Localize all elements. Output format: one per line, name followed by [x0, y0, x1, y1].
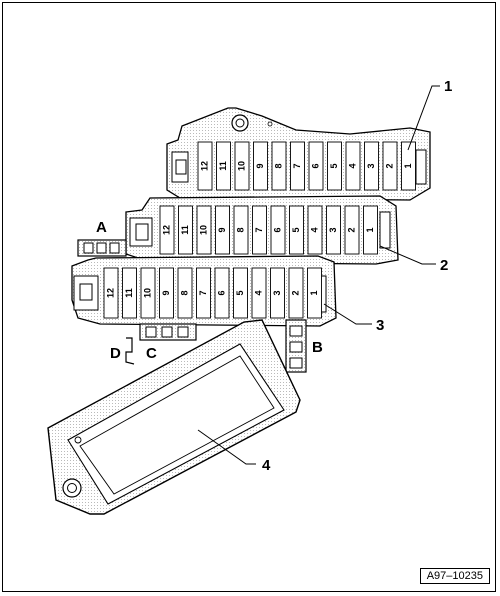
fuse-slot-carrier3-3	[270, 267, 285, 319]
fuse-number-carrier1-11: 11	[218, 161, 228, 171]
figure-frame	[2, 2, 496, 592]
fuse-number-carrier3-9: 9	[161, 290, 171, 295]
fuse-slot-carrier2-5	[289, 205, 304, 255]
fuse-number-carrier2-5: 5	[291, 227, 301, 232]
fuse-number-carrier1-9: 9	[255, 163, 265, 168]
fuse-slot-carrier2-12	[159, 205, 175, 255]
fuse-number-carrier3-10: 10	[142, 288, 152, 298]
fuse-number-carrier1-4: 4	[347, 163, 357, 168]
fuse-slot-carrier3-7	[196, 267, 211, 319]
fuse-slot-carrier3-9	[159, 267, 174, 319]
fuse-slot-carrier2-11	[178, 205, 193, 255]
fuse-number-carrier2-9: 9	[217, 227, 227, 232]
fuse-number-carrier2-8: 8	[235, 227, 245, 232]
fuse-slot-carrier3-12	[103, 267, 119, 319]
fuse-number-carrier1-1: 1	[403, 163, 413, 168]
fuse-number-carrier3-2: 2	[290, 290, 300, 295]
fuse-number-carrier2-2: 2	[346, 227, 356, 232]
fuse-slot-carrier3-1	[307, 267, 322, 319]
fuse-number-carrier3-5: 5	[235, 290, 245, 295]
fuse-slot-carrier2-9	[215, 205, 230, 255]
fuse-slot-carrier1-1	[401, 141, 416, 191]
fuse-number-carrier3-3: 3	[272, 290, 282, 295]
fuse-slot-carrier3-4	[251, 267, 267, 319]
fuse-number-carrier3-8: 8	[179, 290, 189, 295]
fuse-box-cover-4	[47, 319, 301, 515]
fuse-slot-carrier2-3	[326, 205, 341, 255]
fuse-number-carrier2-10: 10	[198, 225, 208, 235]
fuse-number-carrier3-11: 11	[124, 288, 134, 298]
fuse-slot-carrier1-8	[271, 141, 287, 191]
fuse-number-carrier2-12: 12	[161, 225, 171, 235]
fuse-slot-carrier2-4	[307, 205, 323, 255]
fuse-slot-carrier2-6	[270, 205, 286, 255]
fuse-slot-carrier2-7	[252, 205, 267, 255]
fuse-number-carrier3-12: 12	[105, 288, 115, 298]
fuse-slot-carrier2-1	[363, 205, 378, 255]
fuse-slot-carrier1-4	[345, 141, 361, 191]
figure-reference: A97–10235	[419, 568, 490, 584]
fuse-number-carrier2-6: 6	[272, 227, 282, 232]
fuse-slot-carrier1-3	[364, 141, 379, 191]
fuse-number-carrier2-7: 7	[254, 227, 264, 232]
fuse-number-carrier1-10: 10	[236, 161, 246, 171]
fuse-number-carrier2-1: 1	[365, 227, 375, 232]
fuse-number-carrier1-6: 6	[310, 163, 320, 168]
fuse-slot-carrier1-12	[197, 141, 213, 191]
callout-d: D	[110, 345, 121, 362]
relay-b	[285, 319, 307, 373]
fuse-slot-carrier2-2	[344, 205, 360, 255]
fuse-slot-carrier3-6	[214, 267, 230, 319]
fuse-slot-carrier3-2	[288, 267, 304, 319]
callout-2: 2	[440, 257, 448, 274]
fuse-slot-carrier1-7	[290, 141, 305, 191]
fuse-carrier-1: 12 11 10 9 8 7 6 5 4 3 2 1	[166, 107, 431, 201]
callout-4: 4	[262, 457, 271, 474]
fuse-number-carrier1-2: 2	[384, 163, 394, 168]
fuse-number-carrier1-3: 3	[366, 163, 376, 168]
fuse-number-carrier3-6: 6	[216, 290, 226, 295]
connector-d	[125, 337, 135, 365]
fuse-slot-carrier3-8	[177, 267, 193, 319]
fuse-slot-carrier1-6	[308, 141, 324, 191]
fuse-slot-carrier1-9	[253, 141, 268, 191]
fuse-slot-carrier1-5	[327, 141, 342, 191]
fuse-slot-carrier2-10	[196, 205, 212, 255]
callout-c: C	[146, 345, 157, 362]
fuse-slot-carrier1-11	[216, 141, 231, 191]
fuse-slot-carrier1-2	[382, 141, 398, 191]
leader-lines	[197, 85, 440, 465]
callout-3: 3	[376, 317, 384, 334]
fuse-number-carrier2-11: 11	[180, 225, 190, 235]
callout-b: B	[312, 339, 323, 356]
fuse-carrier-2: 12 11 10 9 8 7 6 5 4 3 2 1	[125, 195, 399, 265]
fuse-number-carrier2-3: 3	[328, 227, 338, 232]
fuse-slot-carrier1-10	[234, 141, 250, 191]
relay-c	[139, 323, 197, 341]
fuse-slot-carrier3-5	[233, 267, 248, 319]
fuse-number-carrier1-7: 7	[292, 163, 302, 168]
fuse-slot-carrier2-8	[233, 205, 249, 255]
fuse-slot-carrier3-11	[122, 267, 137, 319]
fuse-number-carrier3-4: 4	[253, 290, 263, 295]
fuse-number-carrier2-4: 4	[309, 227, 319, 232]
fuse-number-carrier1-8: 8	[273, 163, 283, 168]
fuse-carrier-3: 12 11 10 9 8 7 6 5 4 3 2 1	[71, 255, 337, 327]
fuse-number-carrier3-7: 7	[198, 290, 208, 295]
callout-a: A	[96, 219, 107, 236]
callout-1: 1	[444, 78, 452, 95]
fuse-number-carrier3-1: 1	[309, 290, 319, 295]
fuse-number-carrier1-5: 5	[329, 163, 339, 168]
fuse-slot-carrier3-10	[140, 267, 156, 319]
relay-a	[77, 239, 127, 257]
fuse-number-carrier1-12: 12	[199, 161, 209, 171]
